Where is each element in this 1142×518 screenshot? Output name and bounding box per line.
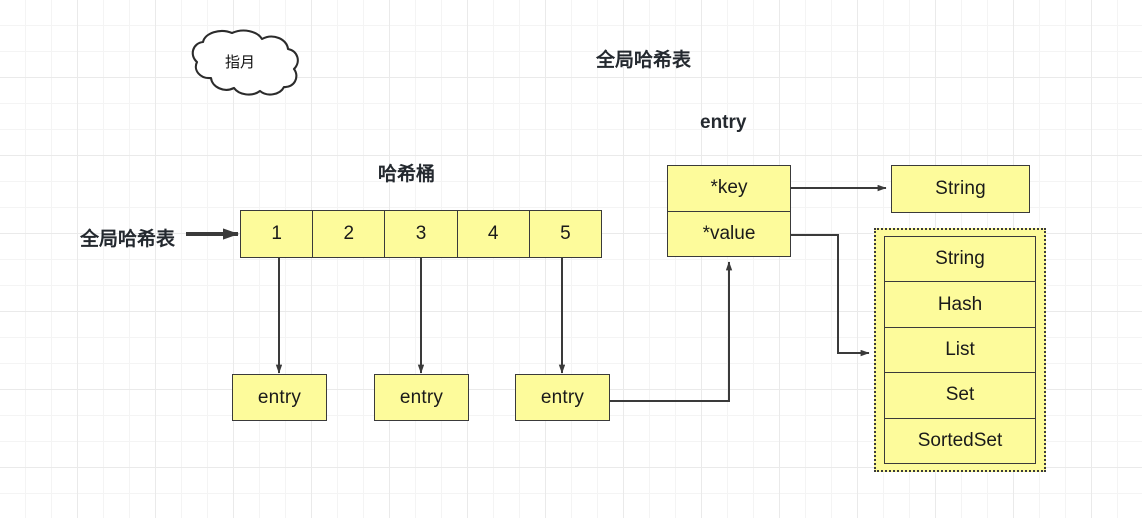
- cloud-note-text: 指月: [225, 55, 256, 71]
- arrow-value-to-types: [791, 234, 870, 357]
- global-hash-table-label: 全局哈希表: [80, 229, 176, 250]
- value-type-string[interactable]: String: [885, 237, 1035, 283]
- bucket-cell-1[interactable]: 1: [241, 211, 314, 257]
- value-types-list: String Hash List Set SortedSet: [884, 236, 1036, 464]
- entry-box-1[interactable]: entry: [232, 374, 327, 421]
- page-title: 全局哈希表: [596, 50, 692, 71]
- key-string-box[interactable]: String: [891, 165, 1030, 213]
- entry-value-row[interactable]: *value: [702, 222, 756, 244]
- entry-struct-box: *key *value: [667, 165, 791, 257]
- hash-bucket-array: 1 2 3 4 5: [240, 210, 602, 258]
- value-type-set[interactable]: Set: [885, 373, 1035, 419]
- entry-box-3[interactable]: entry: [515, 374, 610, 421]
- bucket-cell-2[interactable]: 2: [313, 211, 386, 257]
- value-type-hash[interactable]: Hash: [885, 282, 1035, 328]
- bucket-cell-5[interactable]: 5: [560, 223, 571, 244]
- value-type-sortedset[interactable]: SortedSet: [917, 429, 1003, 451]
- bucket-array-label: 哈希桶: [378, 164, 436, 185]
- value-type-list[interactable]: List: [885, 328, 1035, 374]
- entry-key-row[interactable]: *key: [668, 166, 790, 212]
- entry-struct-label: entry: [700, 112, 747, 133]
- arrow-entry3-to-entry-struct: [610, 261, 733, 402]
- entry-box-2[interactable]: entry: [374, 374, 469, 421]
- bucket-cell-4[interactable]: 4: [458, 211, 530, 257]
- bucket-cell-3[interactable]: 3: [385, 211, 458, 257]
- value-types-group: String Hash List Set SortedSet: [874, 228, 1046, 472]
